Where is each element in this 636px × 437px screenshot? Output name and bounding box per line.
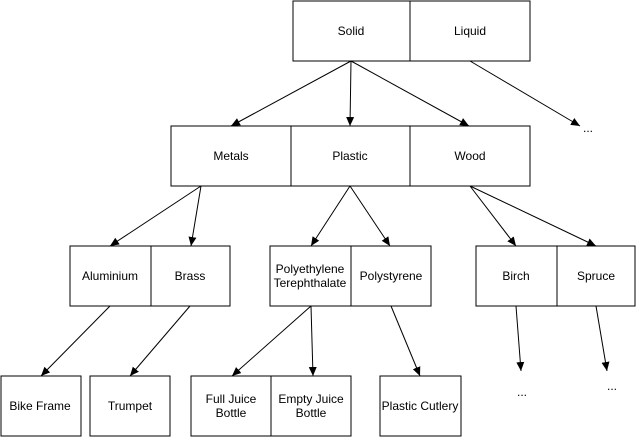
- edge-aluminium-bikeframe: [40, 305, 111, 377]
- node-polystyrene-label: Polystyrene: [360, 269, 423, 283]
- edge-plastic-polystyrene: [349, 185, 391, 247]
- node-pet-label-line1: Polyethylene: [276, 262, 345, 276]
- edge-solid-plastic: [346, 60, 355, 127]
- node-plastic-box: [290, 125, 411, 187]
- node-birch-label: Birch: [502, 269, 529, 283]
- edge-liquid-more: [469, 60, 581, 127]
- node-fulljuice-label-line2: Bottle: [216, 406, 247, 420]
- edge-polystyrene-cutlery: [390, 305, 421, 377]
- edge-birch-more: [515, 305, 525, 372]
- node-cutlery-label: Plastic Cutlery: [382, 399, 459, 413]
- node-spruce-label: Spruce: [577, 269, 615, 283]
- edge-solid-wood: [350, 60, 470, 127]
- node-polystyrene-box: [350, 245, 432, 307]
- node-trumpet-box: [89, 375, 171, 437]
- node-brass-label: Brass: [175, 269, 206, 283]
- ellipsis-birch-child: ...: [517, 385, 527, 399]
- node-cutlery-box: [379, 375, 462, 437]
- edge-plastic-pet: [310, 185, 351, 247]
- node-brass-box: [150, 245, 231, 307]
- node-birch-box: [475, 245, 558, 307]
- node-aluminium-label: Aluminium: [82, 269, 138, 283]
- edge-metals-brass: [188, 185, 202, 247]
- edge-wood-spruce: [469, 185, 597, 247]
- node-liquid-label: Liquid: [454, 24, 486, 38]
- node-metals-label: Metals: [213, 149, 248, 163]
- node-solid-box: [292, 0, 411, 62]
- node-trumpet-label: Trumpet: [108, 399, 153, 413]
- node-plastic-label: Plastic: [332, 149, 367, 163]
- edge-spruce-more: [595, 305, 610, 372]
- edge-pet-emptyjuice: [308, 305, 317, 377]
- node-emptyjuice-label-line2: Bottle: [296, 406, 327, 420]
- node-liquid-box: [409, 0, 531, 62]
- edge-pet-fulljuice: [231, 305, 312, 377]
- node-fulljuice-label-line1: Full Juice: [206, 392, 257, 406]
- ellipsis-liquid-child: ...: [583, 121, 593, 135]
- node-wood-label: Wood: [454, 149, 485, 163]
- ellipsis-spruce-child: ...: [607, 379, 617, 393]
- node-fulljuice-box: [190, 375, 272, 437]
- node-wood-box: [409, 125, 531, 187]
- node-bikeframe-box: [0, 375, 82, 437]
- node-solid-label: Solid: [338, 24, 365, 38]
- node-emptyjuice-box: [270, 375, 352, 437]
- edge-metals-aluminium: [109, 185, 202, 247]
- node-spruce-box: [556, 245, 636, 307]
- node-pet-label-line2: Terephthalate: [274, 276, 347, 290]
- node-pet-box: [269, 245, 352, 307]
- node-aluminium-box: [69, 245, 152, 307]
- edge-brass-trumpet: [129, 305, 191, 377]
- edge-wood-birch: [469, 185, 517, 247]
- node-emptyjuice-label-line1: Empty Juice: [278, 392, 344, 406]
- node-bikeframe-label: Bike Frame: [9, 399, 71, 413]
- edge-solid-metals: [230, 60, 352, 127]
- node-metals-box: [170, 125, 292, 187]
